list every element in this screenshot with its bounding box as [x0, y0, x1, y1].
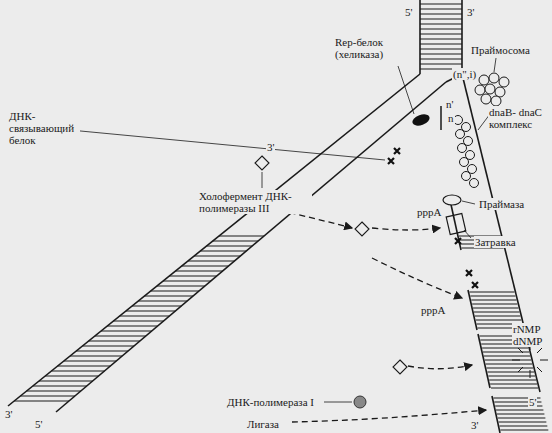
base-pair-rung — [113, 321, 163, 322]
base-pair-rung — [487, 372, 534, 373]
protein-label: n — [447, 112, 455, 124]
base-pair-rung — [491, 388, 538, 389]
base-pair-rung — [157, 286, 205, 287]
strand-end: 3' — [266, 141, 275, 153]
base-pair-rung — [20, 396, 74, 397]
strand-end: 5' — [404, 6, 413, 18]
primer-end: pppA — [420, 304, 446, 316]
strand-end: 3' — [470, 419, 479, 431]
base-pair-rung — [420, 59, 462, 60]
base-pair-rung — [420, 9, 462, 10]
base-pair-rung — [200, 251, 246, 252]
base-pair-rung — [420, 49, 462, 50]
base-pair-rung — [89, 341, 140, 342]
enzyme-label: Холофермент ДНК-полимеразы III — [198, 190, 312, 214]
base-pair-rung — [420, 29, 462, 30]
base-pair-rung — [70, 356, 122, 357]
base-pair-rung — [126, 311, 175, 312]
base-pair-rung — [176, 271, 223, 272]
base-pair-rung — [120, 316, 170, 317]
nucleotide-label: rNMP — [512, 323, 542, 335]
protein-label: dnaB- dnaC комплекс — [488, 106, 550, 130]
base-pair-rung — [145, 296, 194, 297]
enzyme-label: ДНК-полимераза I — [226, 396, 324, 408]
base-pair-rung — [101, 331, 152, 332]
base-pair-rung — [489, 380, 536, 381]
base-pair-rung — [188, 261, 235, 262]
protein-label: Праймосома — [470, 44, 531, 56]
base-pair-rung — [470, 296, 515, 297]
base-pair-rung — [482, 348, 528, 349]
base-pair-rung — [420, 4, 462, 5]
base-pair-rung — [498, 418, 546, 419]
base-pair-rung — [45, 376, 98, 377]
base-pair-rung — [163, 281, 211, 282]
base-pair-rung — [497, 414, 545, 415]
base-pair-rung — [207, 246, 253, 247]
base-pair-rung — [182, 266, 229, 267]
base-pair-rung — [51, 371, 104, 372]
enzyme-label: Праймаза — [478, 198, 525, 210]
base-pair-rung — [213, 241, 258, 242]
enzyme-label: Лигаза — [246, 418, 280, 430]
base-pair-rung — [420, 39, 462, 40]
base-pair-rung — [486, 364, 532, 365]
base-pair-rung — [420, 44, 462, 45]
base-pair-rung — [39, 381, 93, 382]
base-pair-rung — [496, 410, 543, 411]
base-pair-rung — [471, 300, 516, 301]
base-pair-rung — [420, 54, 462, 55]
base-pair-rung — [82, 346, 134, 347]
base-pair-rung — [485, 360, 531, 361]
strand-end: 3' — [466, 6, 475, 18]
base-pair-rung — [499, 422, 547, 423]
base-pair-rung — [487, 368, 534, 369]
base-pair-rung — [420, 24, 462, 25]
strand-end: 5' — [34, 418, 43, 430]
primer-end: pppA — [416, 206, 442, 218]
base-pair-rung — [95, 336, 146, 337]
base-pair-rung — [484, 356, 530, 357]
base-pair-rung — [107, 326, 157, 327]
base-pair-rung — [420, 14, 462, 15]
base-pair-rung — [476, 320, 522, 321]
base-pair-rung — [420, 19, 462, 20]
base-pair-rung — [473, 308, 518, 309]
strand-end: 5' — [528, 396, 537, 408]
base-pair-rung — [469, 292, 514, 293]
base-pair-rung — [58, 366, 111, 367]
nucleotide-label: dNMP — [512, 335, 543, 347]
base-pair-rung — [472, 304, 517, 305]
base-pair-rung — [76, 351, 128, 352]
base-pair-rung — [151, 291, 199, 292]
base-pair-rung — [27, 391, 81, 392]
base-pair-rung — [219, 236, 264, 237]
base-pair-rung — [488, 376, 535, 377]
base-pair-rung — [194, 256, 240, 257]
base-pair-rung — [490, 384, 537, 385]
protein-label: (n",i) — [452, 68, 477, 80]
strand-end: 3' — [4, 408, 13, 420]
protein-label: Rep-белок (хеликаза) — [334, 36, 414, 60]
base-pair-rung — [475, 316, 521, 317]
base-pair-rung — [169, 276, 216, 277]
protein-label: ДНК-связывающий белок — [8, 110, 80, 146]
base-pair-rung — [420, 64, 462, 65]
protein-label: n' — [445, 98, 454, 110]
base-pair-rung — [138, 301, 187, 302]
primer-label: Затравка — [474, 236, 517, 248]
base-pair-rung — [474, 312, 519, 313]
base-pair-rung — [500, 430, 548, 431]
base-pair-rung — [132, 306, 181, 307]
base-pair-rung — [64, 361, 116, 362]
base-pair-rung — [33, 386, 87, 387]
base-pair-rung — [420, 34, 462, 35]
base-pair-rung — [14, 401, 69, 402]
base-pair-rung — [499, 426, 547, 427]
